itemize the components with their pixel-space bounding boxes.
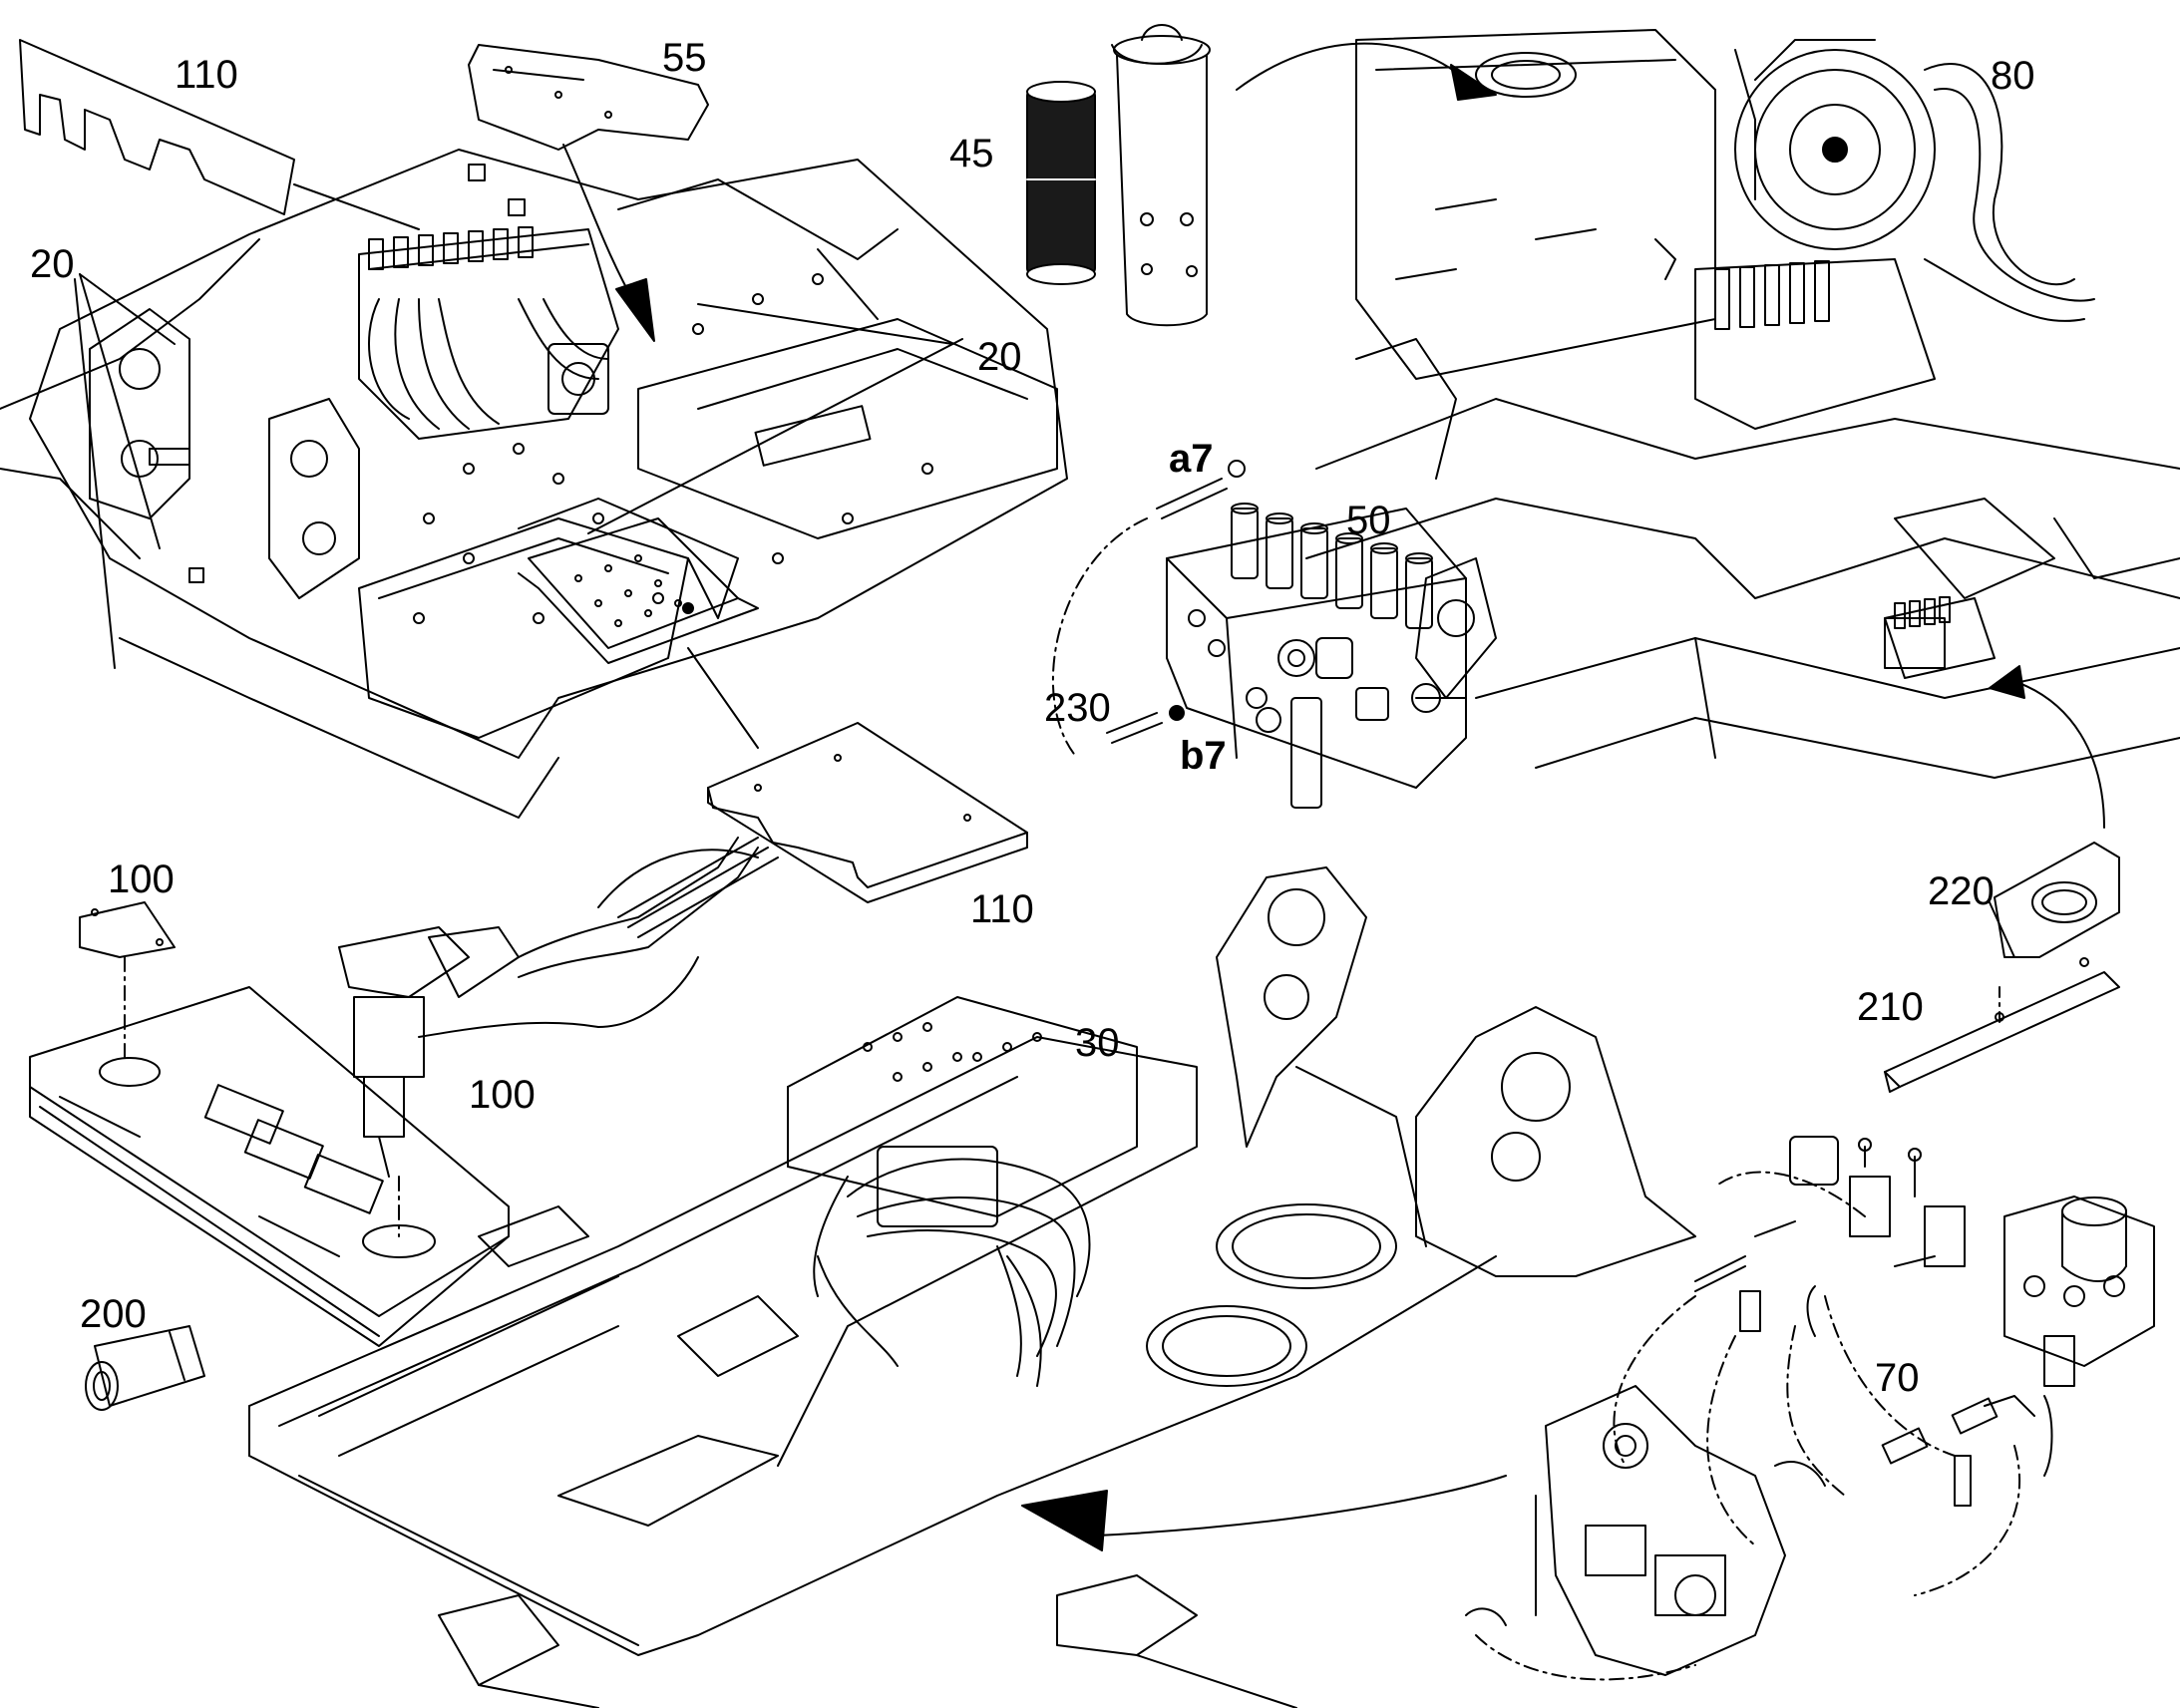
callout-50: 50: [1346, 499, 1391, 542]
arrow-220: [1990, 666, 2104, 828]
arrow-55: [563, 145, 654, 341]
callout-20-right: 20: [977, 335, 1022, 379]
part-70-pump-assembly: [1536, 1386, 1785, 1675]
part-100-pedals: [339, 838, 778, 1236]
callout-100-mid: 100: [469, 1073, 536, 1117]
part-110-upper-plate: [20, 40, 419, 229]
floor-plate: [519, 518, 758, 663]
control-valve-bank: [359, 227, 618, 439]
upper-frame-assembly: [0, 150, 1067, 818]
part-200-connector: [86, 1326, 204, 1410]
part-45-tube: [1112, 25, 1210, 325]
callout-70: 70: [1875, 1356, 1920, 1400]
callout-a7: a7: [1169, 437, 1214, 481]
part-100-cover: [80, 902, 175, 1057]
callout-55: 55: [662, 36, 707, 80]
part-70-fittings: [1466, 1137, 2154, 1679]
callout-110-mid: 110: [970, 887, 1034, 931]
callout-45: 45: [949, 132, 994, 175]
leaders-20-left: [75, 274, 962, 668]
callout-230: 230: [1044, 686, 1111, 730]
part-30-lower-frame: [249, 867, 1695, 1708]
part-110-mid-plate: [688, 648, 1027, 902]
callout-110-top: 110: [175, 53, 238, 97]
callout-210: 210: [1857, 985, 1924, 1029]
part-55-shield-plate: [469, 45, 708, 150]
part-220-bracket: [1990, 843, 2119, 957]
part-45-filter: [1027, 82, 1095, 284]
small-valve-bank: [1885, 597, 1995, 678]
callout-200: 200: [80, 1292, 147, 1336]
top-right-assembly: [1237, 30, 2180, 778]
part-210-plate: [1885, 958, 2119, 1092]
part-50-valve-block: [1167, 504, 1466, 808]
callout-80: 80: [1991, 54, 2035, 98]
cab-floor-panel: [30, 987, 509, 1346]
callout-30: 30: [1075, 1021, 1120, 1065]
arrow-70-to-frame: [1022, 1476, 1506, 1550]
callout-220: 220: [1928, 869, 1995, 913]
callout-100-top: 100: [108, 857, 175, 901]
fittings-a7-b7: [1053, 461, 1245, 758]
callout-b7: b7: [1180, 734, 1227, 778]
wiring-harness: [814, 1147, 1089, 1386]
callout-20-left: 20: [30, 242, 75, 286]
